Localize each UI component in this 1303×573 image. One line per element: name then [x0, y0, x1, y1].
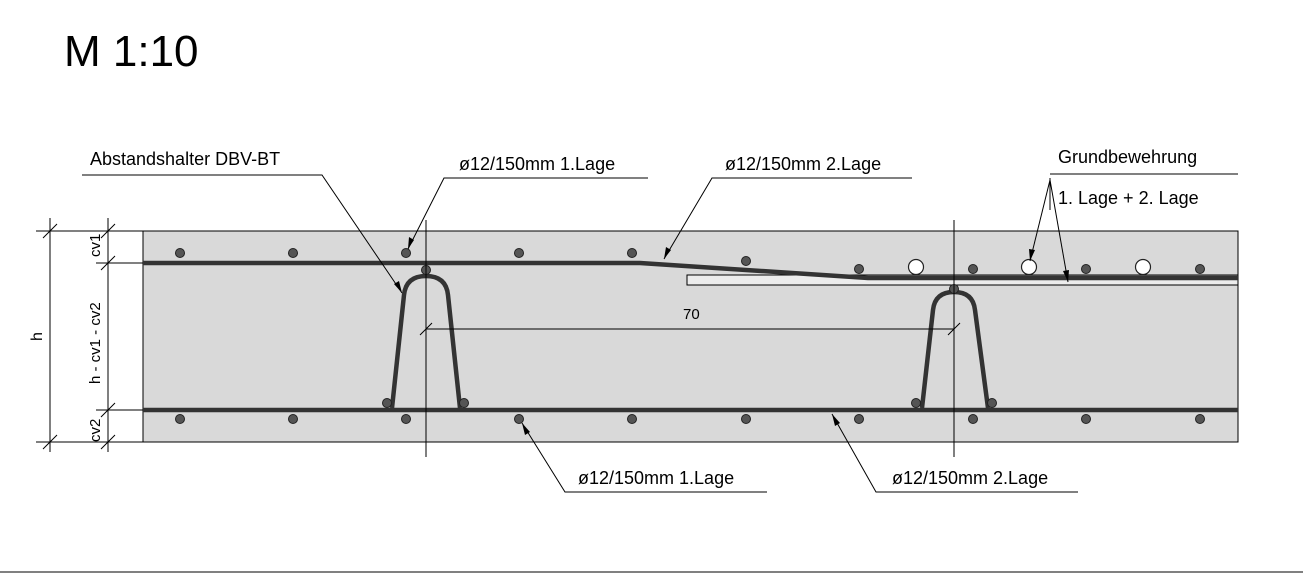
spacer-distance-tick-left — [419, 322, 433, 336]
rebar-dot — [1195, 264, 1205, 274]
rebar-dot — [288, 248, 298, 258]
rebar-dot — [401, 414, 411, 424]
rebar-dot — [288, 414, 298, 424]
arrow-top-layer-2 — [664, 247, 671, 259]
rebar-ring — [1020, 258, 1038, 276]
rebar-dot — [854, 264, 864, 274]
rebar-dot — [1081, 264, 1091, 274]
rebar-dot — [514, 414, 524, 424]
rebar-dot — [741, 256, 751, 266]
dimension-inner-label: h - cv1 - cv2 — [87, 302, 104, 384]
spacer-distance-label: 70 — [683, 306, 700, 323]
rebar-dot — [968, 264, 978, 274]
leader-top-layer-1 — [407, 177, 648, 250]
rebar-dot — [1195, 414, 1205, 424]
arrow-basic-ring — [1029, 249, 1035, 261]
rebar-dot — [627, 414, 637, 424]
dimension-total-h — [36, 218, 143, 452]
rebar-ring — [1134, 258, 1152, 276]
rebar-dot — [911, 398, 921, 408]
leader-bottom-layer-1 — [521, 422, 767, 493]
leader-basic-bar — [1049, 179, 1069, 283]
arrow-spacer — [394, 281, 402, 293]
leader-spacer — [82, 174, 403, 294]
arrow-basic-bar — [1063, 270, 1069, 282]
rebar-dot — [854, 414, 864, 424]
rebar-ring — [907, 258, 925, 276]
label-top-layer-1: ø12/150mm 1.Lage — [459, 154, 615, 174]
label-basic-reinforcement: Grundbewehrung — [1058, 147, 1197, 167]
leader-bottom-layer-2 — [831, 413, 1078, 493]
arrow-bottom-layer-1 — [522, 423, 530, 435]
basic-reinforcement-rings — [907, 258, 1152, 276]
arrow-bottom-layer-2 — [832, 414, 840, 426]
leader-basic-ring — [1029, 179, 1051, 262]
rebar-dot — [741, 414, 751, 424]
dimension-cover-bottom-label: cv2 — [87, 419, 104, 442]
dimension-cover-top-label: cv1 — [87, 234, 104, 257]
label-bottom-layer-2: ø12/150mm 2.Lage — [892, 468, 1048, 488]
label-top-layer-2: ø12/150mm 2.Lage — [725, 154, 881, 174]
label-spacer: Abstandshalter DBV-BT — [90, 149, 280, 169]
label-bottom-layer-1: ø12/150mm 1.Lage — [578, 468, 734, 488]
scale-title: M 1:10 — [64, 27, 199, 76]
rebar-dot — [968, 414, 978, 424]
spacer-distance-tick-right — [947, 322, 961, 336]
dimension-total-label: h — [29, 332, 46, 341]
rebar-dot — [459, 398, 469, 408]
rebar-dot — [401, 248, 411, 258]
rebar-dot — [175, 414, 185, 424]
dimension-chain-inner — [96, 218, 143, 452]
leader-top-layer-2 — [663, 177, 912, 260]
rebar-dot — [1081, 414, 1091, 424]
rebar-dot — [514, 248, 524, 258]
rebar-dot — [987, 398, 997, 408]
top-rebar-dots — [175, 248, 1205, 294]
top-rebar-longitudinal — [143, 260, 1238, 281]
arrow-top-layer-1 — [408, 237, 414, 249]
rebar-dot — [382, 398, 392, 408]
rebar-dot — [627, 248, 637, 258]
bottom-rebar-dots — [175, 398, 1205, 424]
rebar-dot — [175, 248, 185, 258]
label-basic-reinforcement-layers: 1. Lage + 2. Lage — [1058, 188, 1199, 208]
